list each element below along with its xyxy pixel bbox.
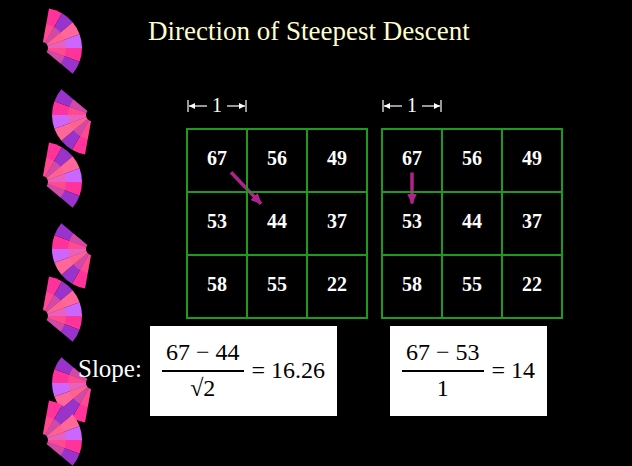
cell-value: 22 (522, 273, 542, 295)
cell-value: 55 (462, 273, 482, 295)
grid-cell: 56 (246, 128, 308, 193)
dimension-label: 1 (212, 94, 222, 117)
result-value: = 14 (492, 357, 536, 385)
grid-cell: 49 (501, 128, 563, 193)
grid-cell: 58 (381, 254, 443, 319)
cell-value: 58 (207, 273, 227, 295)
cell-value: 55 (267, 273, 287, 295)
grid-cell: 37 (501, 191, 563, 256)
cell-value: 37 (522, 210, 542, 232)
grid-cell: 22 (306, 254, 368, 319)
fan-strip (25, 2, 110, 466)
dimension-label: 1 (407, 94, 417, 117)
result-value: = 16.26 (252, 357, 326, 385)
fraction: 67 − 531 (402, 339, 484, 402)
fraction: 67 − 44√2 (162, 339, 244, 402)
cell-value: 58 (402, 273, 422, 295)
numerator: 67 − 44 (162, 339, 244, 372)
dimension-marker (188, 100, 441, 112)
cell-value: 37 (327, 210, 347, 232)
descent-arrow (410, 173, 414, 204)
grid-cell: 44 (246, 191, 308, 256)
slope-label: Slope: (78, 355, 142, 383)
denominator: 1 (437, 372, 449, 403)
grid-cell: 37 (306, 191, 368, 256)
slide-title: Direction of Steepest Descent (148, 16, 470, 47)
numerator: 67 − 53 (402, 339, 484, 372)
grid-cell: 53 (186, 191, 248, 256)
cell-value: 56 (462, 147, 482, 169)
cell-value: 22 (327, 273, 347, 295)
cell-value: 44 (462, 210, 482, 232)
grid-cell: 53 (381, 191, 443, 256)
cell-value: 67 (402, 147, 422, 169)
cell-value: 67 (207, 147, 227, 169)
grid-cell: 67 (381, 128, 443, 193)
formula-box: 67 − 44√2 = 16.26 (150, 326, 337, 416)
grid-cell: 22 (501, 254, 563, 319)
cell-value: 53 (207, 210, 227, 232)
grid-cell: 56 (441, 128, 503, 193)
cell-value: 53 (402, 210, 422, 232)
cell-value: 49 (327, 147, 347, 169)
grid-cell: 49 (306, 128, 368, 193)
denominator: √2 (190, 372, 215, 403)
cell-value: 56 (267, 147, 287, 169)
cell-value: 44 (267, 210, 287, 232)
formula-box: 67 − 531 = 14 (390, 326, 547, 416)
grid-cell: 55 (441, 254, 503, 319)
cell-value: 49 (522, 147, 542, 169)
grid-cell: 55 (246, 254, 308, 319)
grid-cell: 44 (441, 191, 503, 256)
grid-cell: 58 (186, 254, 248, 319)
grid-cell: 67 (186, 128, 248, 193)
